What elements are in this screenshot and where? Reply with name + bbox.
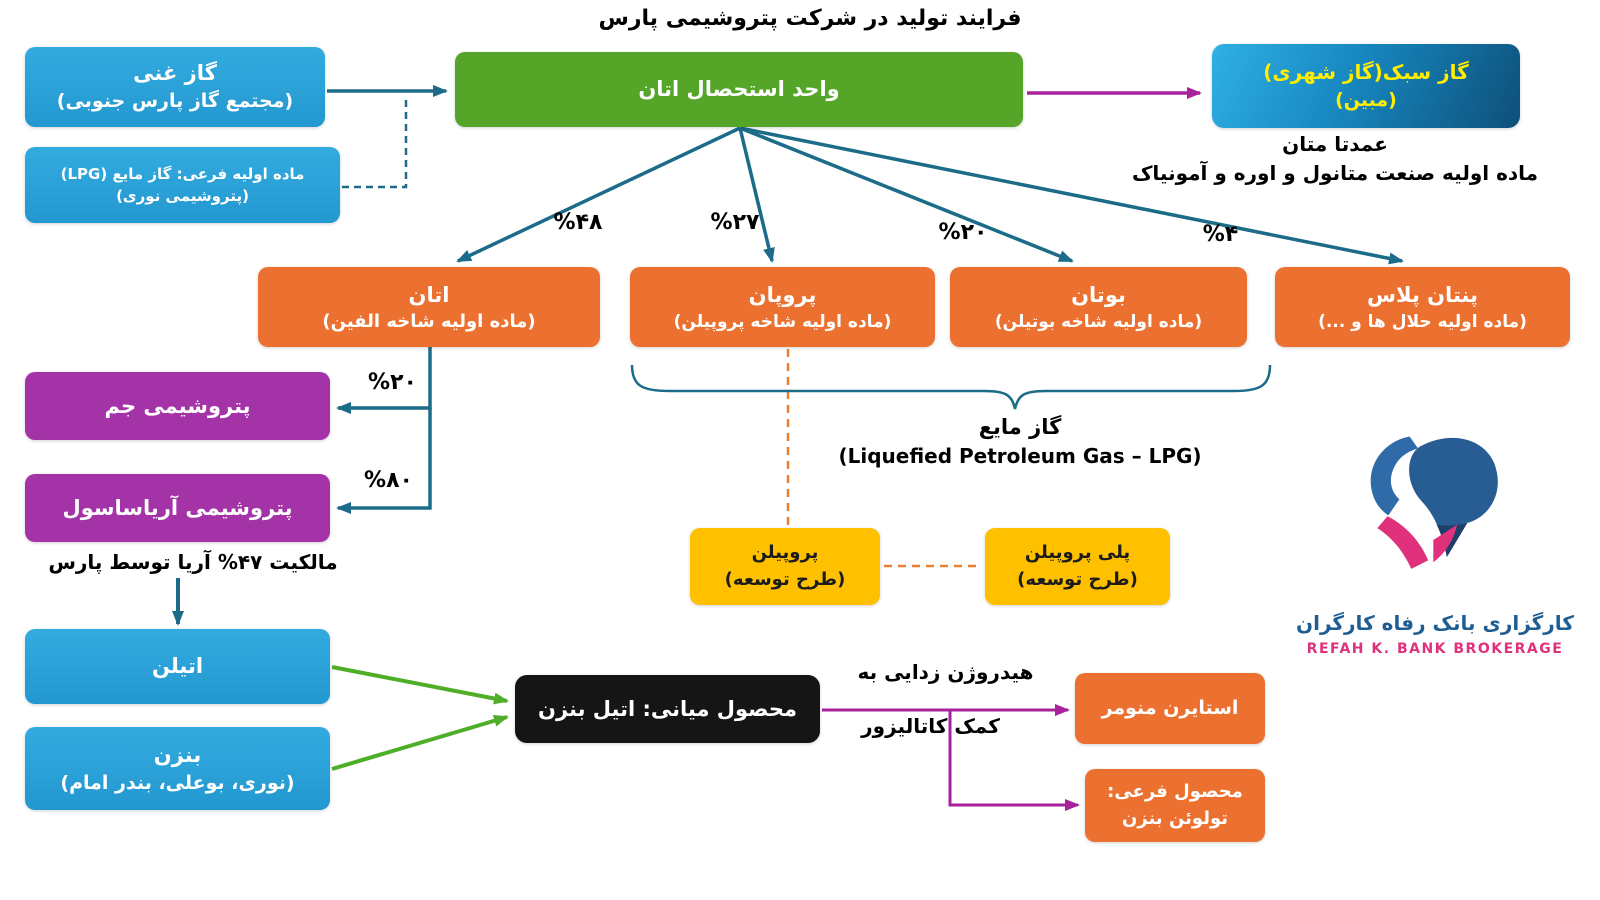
ownership-note: مالکیت ۴۷% آریا توسط پارس — [48, 550, 338, 574]
aryasasol-label: پتروشیمی آریاساسول — [62, 495, 293, 520]
dehydro-note-line2: کمک کاتالیزور — [861, 714, 1000, 738]
share-propane: %۲۷ — [710, 210, 760, 235]
lpg-byproduct-subtitle: (پتروشیمی نوری) — [116, 187, 249, 205]
node-ethane-extraction-unit: واحد استحصال اتان — [455, 52, 1023, 127]
node-styrene-monomer: استایرن منومر — [1075, 673, 1265, 744]
ethane-unit-label: واحد استحصال اتان — [638, 77, 840, 102]
toluene-line1: محصول فرعی: — [1107, 781, 1243, 803]
butane-subtitle: (ماده اولیه شاخه بوتیلن) — [994, 311, 1203, 332]
butane-title: بوتان — [1071, 283, 1126, 308]
node-benzene: بنزن (نوری، بوعلی، بندر امام) — [25, 727, 330, 810]
node-toluene-byproduct: محصول فرعی: تولوئن بنزن — [1085, 769, 1265, 842]
propylene-subtitle: (طرح توسعه) — [724, 568, 846, 590]
share-pentane: %۴ — [1202, 222, 1239, 247]
jam-label: پتروشیمی جم — [104, 393, 251, 418]
arrow-unit-to-butane — [739, 126, 1074, 263]
node-aryasasol-petrochemical: پتروشیمی آریاساسول — [25, 474, 330, 542]
arrow-unit-to-ethane — [456, 126, 741, 263]
node-light-gas: گاز سبک(گاز شهری) (مبین) — [1212, 44, 1520, 128]
arrow-ethane-to-aryasasol — [336, 408, 432, 514]
lpg-group-en: (Liquefied Petroleum Gas – LPG) — [838, 444, 1202, 469]
dehydro-note-line1: هیدروژن زدایی به — [857, 660, 1034, 684]
node-rich-gas: گاز غنی (مجتمع گاز پارس جنوبی) — [25, 47, 325, 127]
propane-title: پروپان — [748, 283, 817, 308]
light-gas-note1: عمدتا متان — [1282, 132, 1388, 156]
light-gas-notes: عمدتا متان ماده اولیه صنعت متانول و اوره… — [1120, 130, 1550, 188]
styrene-label: استایرن منومر — [1101, 696, 1239, 719]
ethane-title: اتان — [408, 282, 450, 307]
dashed-lpg-feed-line — [342, 97, 408, 189]
logo-name-en: REFAH K. BANK BROKERAGE — [1306, 641, 1564, 657]
light-gas-subtitle: (مبین) — [1335, 88, 1397, 111]
share-ethane: %۴۸ — [553, 210, 603, 235]
propane-subtitle: (ماده اولیه شاخه پروپیلن) — [673, 311, 892, 332]
pentane-subtitle: (ماده اولیه حلال ها و ...) — [1318, 311, 1527, 332]
toluene-line2: تولوئن بنزن — [1122, 807, 1228, 829]
node-propylene: پروپیلن (طرح توسعه) — [690, 528, 880, 605]
ethylene-label: اتیلن — [151, 654, 204, 679]
light-gas-title: گاز سبک(گاز شهری) — [1263, 59, 1469, 84]
ethylbenzene-label: محصول میانی: اتیل بنزن — [538, 696, 797, 721]
share-jam: %۲۰ — [368, 370, 417, 395]
arrow-unit-to-pentane — [739, 126, 1404, 265]
share-aryasasol: %۸۰ — [364, 468, 413, 493]
rich-gas-title: گاز غنی — [133, 61, 217, 85]
bull-logo-icon — [1370, 436, 1498, 569]
polypropylene-subtitle: (طرح توسعه) — [1017, 568, 1138, 590]
lpg-curly-brace — [630, 364, 1272, 410]
node-polypropylene: پلی پروپیلن (طرح توسعه) — [985, 528, 1170, 605]
polypropylene-title: پلی پروپیلن — [1024, 542, 1131, 564]
page-title: فرایند تولید در شرکت پتروشیمی پارس — [598, 6, 1022, 31]
benzene-subtitle: (نوری، بوعلی، بندر امام) — [60, 771, 295, 794]
benzene-title: بنزن — [153, 742, 202, 767]
light-gas-note2: ماده اولیه صنعت متانول و اوره و آمونیاک — [1131, 161, 1539, 185]
node-pentane-plus: پنتان پلاس (ماده اولیه حلال ها و ...) — [1275, 267, 1570, 347]
node-ethylbenzene: محصول میانی: اتیل بنزن — [515, 675, 820, 743]
pentane-title: پنتان پلاس — [1367, 283, 1478, 308]
arrow-branch-to-toluene — [948, 710, 1080, 811]
node-lpg-byproduct: ماده اولیه فرعی: گاز مایع (LPG) (پتروشیم… — [25, 147, 340, 223]
share-butane: %۲۰ — [938, 220, 988, 245]
rich-gas-subtitle: (مجتمع گاز پارس جنوبی) — [56, 90, 294, 113]
lpg-group-label: گاز مایع (Liquefied Petroleum Gas – LPG) — [820, 412, 1220, 471]
node-propane: پروپان (ماده اولیه شاخه پروپیلن) — [630, 267, 935, 347]
arrow-unit-to-propane — [738, 127, 775, 263]
lpg-group-fa: گاز مایع — [978, 415, 1062, 439]
propylene-title: پروپیلن — [751, 542, 819, 564]
lpg-byproduct-title: ماده اولیه فرعی: گاز مایع (LPG) — [60, 164, 305, 183]
node-ethylene: اتیلن — [25, 629, 330, 704]
node-ethane: اتان (ماده اولیه شاخه الفین) — [258, 267, 600, 347]
ethane-subtitle: (ماده اولیه شاخه الفین) — [322, 311, 536, 333]
arrow-ethylene-to-ethylbenzene — [331, 665, 509, 705]
logo-name-fa: کارگزاری بانک رفاه کارگران — [1296, 611, 1574, 635]
arrow-benzene-to-ethylbenzene — [331, 714, 509, 771]
node-butane: بوتان (ماده اولیه شاخه بوتیلن) — [950, 267, 1247, 347]
refah-bank-logo: کارگزاری بانک رفاه کارگران REFAH K. BANK… — [1290, 428, 1580, 657]
node-jam-petrochemical: پتروشیمی جم — [25, 372, 330, 440]
